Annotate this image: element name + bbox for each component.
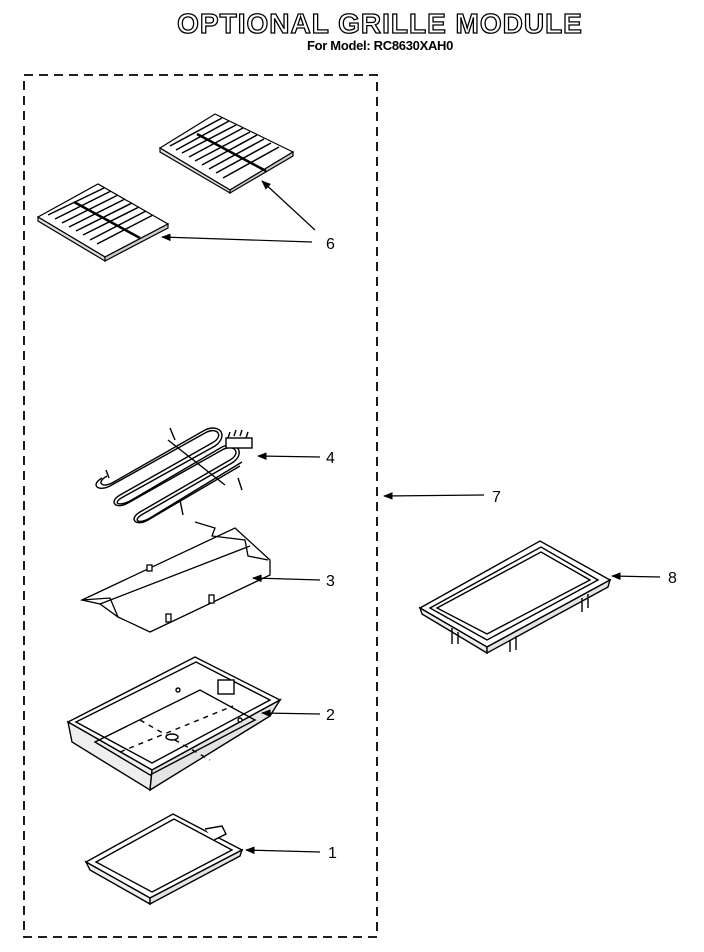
callout-2: 2 — [326, 707, 335, 724]
callout-8: 8 — [668, 570, 677, 587]
leader-1 — [245, 846, 321, 855]
grate-lower — [36, 183, 170, 263]
page-title: OPTIONAL GRILLE MODULE — [176, 7, 583, 39]
callout-4: 4 — [326, 450, 335, 467]
pan-liner — [84, 813, 244, 906]
module-boundary — [23, 74, 378, 938]
leader-6b — [161, 233, 313, 243]
callout-6: 6 — [326, 236, 335, 253]
leader-6a — [261, 180, 316, 231]
model-subtitle: For Model: RC8630XAH0 — [306, 38, 454, 53]
leader-4 — [257, 452, 321, 460]
callout-1: 1 — [328, 845, 337, 862]
drip-pan — [66, 656, 283, 792]
reflector — [80, 521, 271, 633]
heating-element — [95, 427, 253, 524]
leader-7 — [383, 492, 485, 500]
grille-tray — [418, 540, 612, 655]
callout-3: 3 — [326, 573, 335, 590]
grate-upper — [158, 113, 295, 195]
leader-3 — [252, 574, 321, 583]
leader-8 — [611, 572, 661, 581]
leader-2 — [261, 709, 321, 717]
callout-7: 7 — [492, 489, 501, 506]
